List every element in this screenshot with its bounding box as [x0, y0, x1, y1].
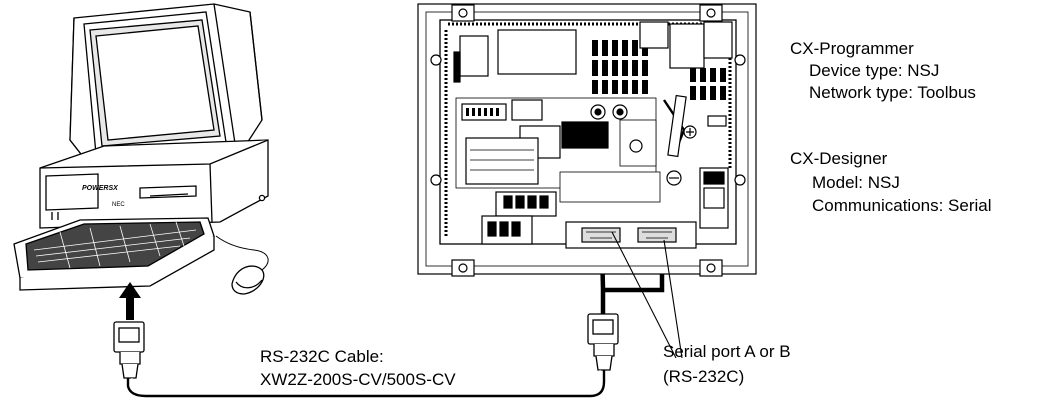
cx-designer-communications: Communications: Serial [812, 195, 992, 216]
serial-port-label-line1: Serial port A or B [663, 341, 791, 362]
personal-computer [14, 4, 268, 294]
cx-designer-title: CX-Designer [790, 148, 887, 169]
cx-programmer-network-type: Network type: Toolbus [809, 82, 976, 103]
nsj-side-connector [588, 314, 618, 370]
cx-designer-model: Model: NSJ [812, 172, 900, 193]
cx-programmer-device-type: Device type: NSJ [809, 60, 939, 81]
mouse [216, 236, 268, 294]
cable-label-line1: RS-232C Cable: [260, 346, 384, 367]
cable-label-line2: XW2Z-200S-CV/500S-CV [260, 369, 456, 390]
system-unit [40, 140, 268, 228]
pc-brand-label: POWERSX [82, 185, 119, 192]
serial-ports [566, 222, 696, 248]
nsj-controller-rear [418, 4, 756, 276]
cx-programmer-title: CX-Programmer [790, 38, 914, 59]
keyboard [14, 218, 214, 290]
pc-port-arrow [119, 282, 141, 320]
pc-model-label: NEC [112, 202, 125, 208]
pc-side-connector [114, 322, 144, 378]
serial-port-label-line2: (RS-232C) [663, 366, 744, 387]
